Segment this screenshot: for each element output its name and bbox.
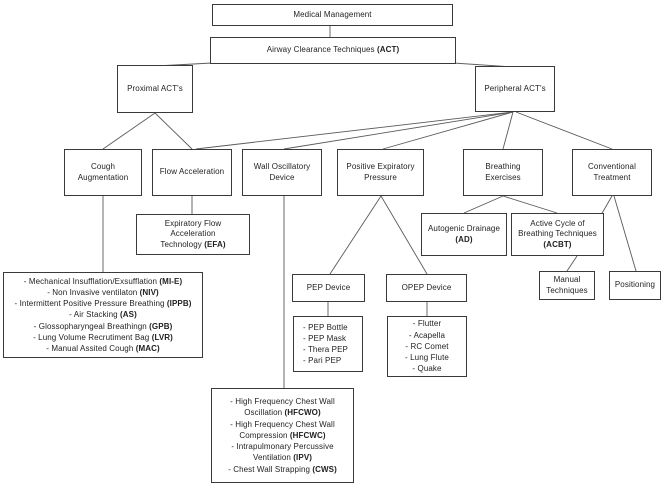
node-text-line: - Thera PEP [303,345,348,354]
node-text-line: (ACBT) [543,239,572,249]
node-text-line: - High Frequency Chest Wall [230,397,335,407]
node-text-line: - Air Stacking (AS) [69,310,137,320]
node-text-line: Conventional [588,162,636,171]
node-text-line: Breathing [485,162,521,171]
node-text-line: Breathing Techniques [518,229,597,239]
node-text-line: - Acapella [408,330,446,340]
edge-peripheral-acts--conventional-treatment [515,111,613,150]
node-opep-device: OPEP Device [386,274,467,302]
node-text-line: Augmentation [77,172,129,182]
node-text-line: Wall Oscillatory [253,162,311,171]
node-text-line: - High Frequency Chest Wall [230,419,335,429]
node-text-line: Exercises [485,172,521,182]
node-flow-acceleration: Flow Acceleration [152,149,232,196]
node-text-line: - Glossopharyngeal Breathingn (GPB) [33,321,173,331]
node-text-line: Active Cycle of [530,218,585,228]
node-text-line: - PEP Mask [303,333,347,343]
node-text-line: - RC Comet [405,341,449,351]
node-text-line: Techniques [546,285,588,295]
node-text-line: Treatment [593,172,631,182]
node-positioning: Positioning [609,271,661,300]
node-text-line: Manual [553,275,581,284]
node-text-line: - Lung Flute [405,353,449,363]
node-text-line: - Intrapulmonary Percussive [231,442,334,452]
node-opep-device-list: - Flutter- Acapella- RC Comet - Lung Flut… [387,316,467,377]
node-text-line: Ventilation (IPV) [252,453,313,463]
node-text-line: - Flutter [412,319,442,329]
edge-positive-expiratory-pressure--opep-device [380,195,428,275]
node-text-line: - PEP Bottle [303,322,348,332]
edge-conventional-treatment--positioning [613,195,637,272]
edge-breathing-exercises--autogenic-drainage [463,195,504,214]
node-text-line: Positioning [614,280,656,290]
node-text-line: Compression (HFCWC) [239,430,326,440]
node-text-line: Airway Clearance Techniques (ACT) [266,45,400,55]
node-pep-device-list: - PEP Bottle- PEP Mask - Thera PEP - Pari … [293,316,363,372]
edge-breathing-exercises--active-cycle-breathing-techniques [502,195,558,214]
node-text-line: - Lung Volume Recrutiment Bag (LVR) [33,332,173,342]
node-medical-management: Medical Management [212,4,453,26]
edge-peripheral-acts--wall-oscillatory-device [283,111,514,150]
node-text-line: Expiratory Flow [164,218,222,228]
node-text-line: - Quake [412,364,442,374]
edge-proximal-acts--cough-augmentation [102,112,156,150]
node-text-line: Flow Acceleration [159,167,225,177]
node-text-line: Peripheral ACT's [484,83,546,93]
node-peripheral-acts: Peripheral ACT's [475,66,555,112]
node-proximal-acts: Proximal ACT's [117,65,193,113]
node-text-line: Oscillation (HFCWO) [244,408,321,418]
edge-positive-expiratory-pressure--pep-device [329,195,382,275]
node-autogenic-drainage: Autogenic Drainage(AD) [421,213,507,256]
node-text-line: Proximal ACT's [127,83,183,93]
node-airway-clearance-techniques: Airway Clearance Techniques (ACT) [210,37,456,64]
node-cough-augmentation-list: - Mechanical Insufflation/Exsufflation (… [3,272,203,358]
edge-peripheral-acts--flow-acceleration [195,111,514,150]
node-text-line: Cough [90,162,116,171]
node-pep-device: PEP Device [292,274,365,302]
edge-peripheral-acts--positive-expiratory-pressure [382,111,514,150]
node-text-line: (AD) [455,234,473,244]
node-text-line: Device [269,172,295,182]
node-text-line: Positive Expiratory [346,162,415,171]
node-text-line: - Mechanical Insufflation/Exsufflation (… [23,276,183,286]
node-text-line: Acceleration [170,229,216,239]
edge-proximal-acts--flow-acceleration [154,112,193,150]
node-text-line: PEP Device [306,282,351,292]
node-text-line: - Non Invasive ventilaton (NIV) [47,287,159,297]
node-text-line: OPEP Device [401,282,452,292]
node-text-line: - Manual Assited Cough (MAC) [46,344,160,353]
edge-active-cycle-breathing-techniques--manual-techniques [566,255,578,272]
node-text-line: Technology (EFA) [160,239,226,249]
node-text-line: Autogenic Drainage [427,224,501,233]
node-text-line: - Pari PEP [303,356,342,366]
node-text-line: Pressure [364,172,397,182]
node-text-line: - Intermittent Positive Pressure Breathi… [14,299,192,309]
node-text-line: Medical Management [293,9,372,19]
edge-conventional-treatment--active-cycle-breathing-techniques [600,195,613,216]
node-text-line: - Chest Wall Strapping (CWS) [228,464,337,474]
edge-peripheral-acts--breathing-exercises [502,111,514,150]
